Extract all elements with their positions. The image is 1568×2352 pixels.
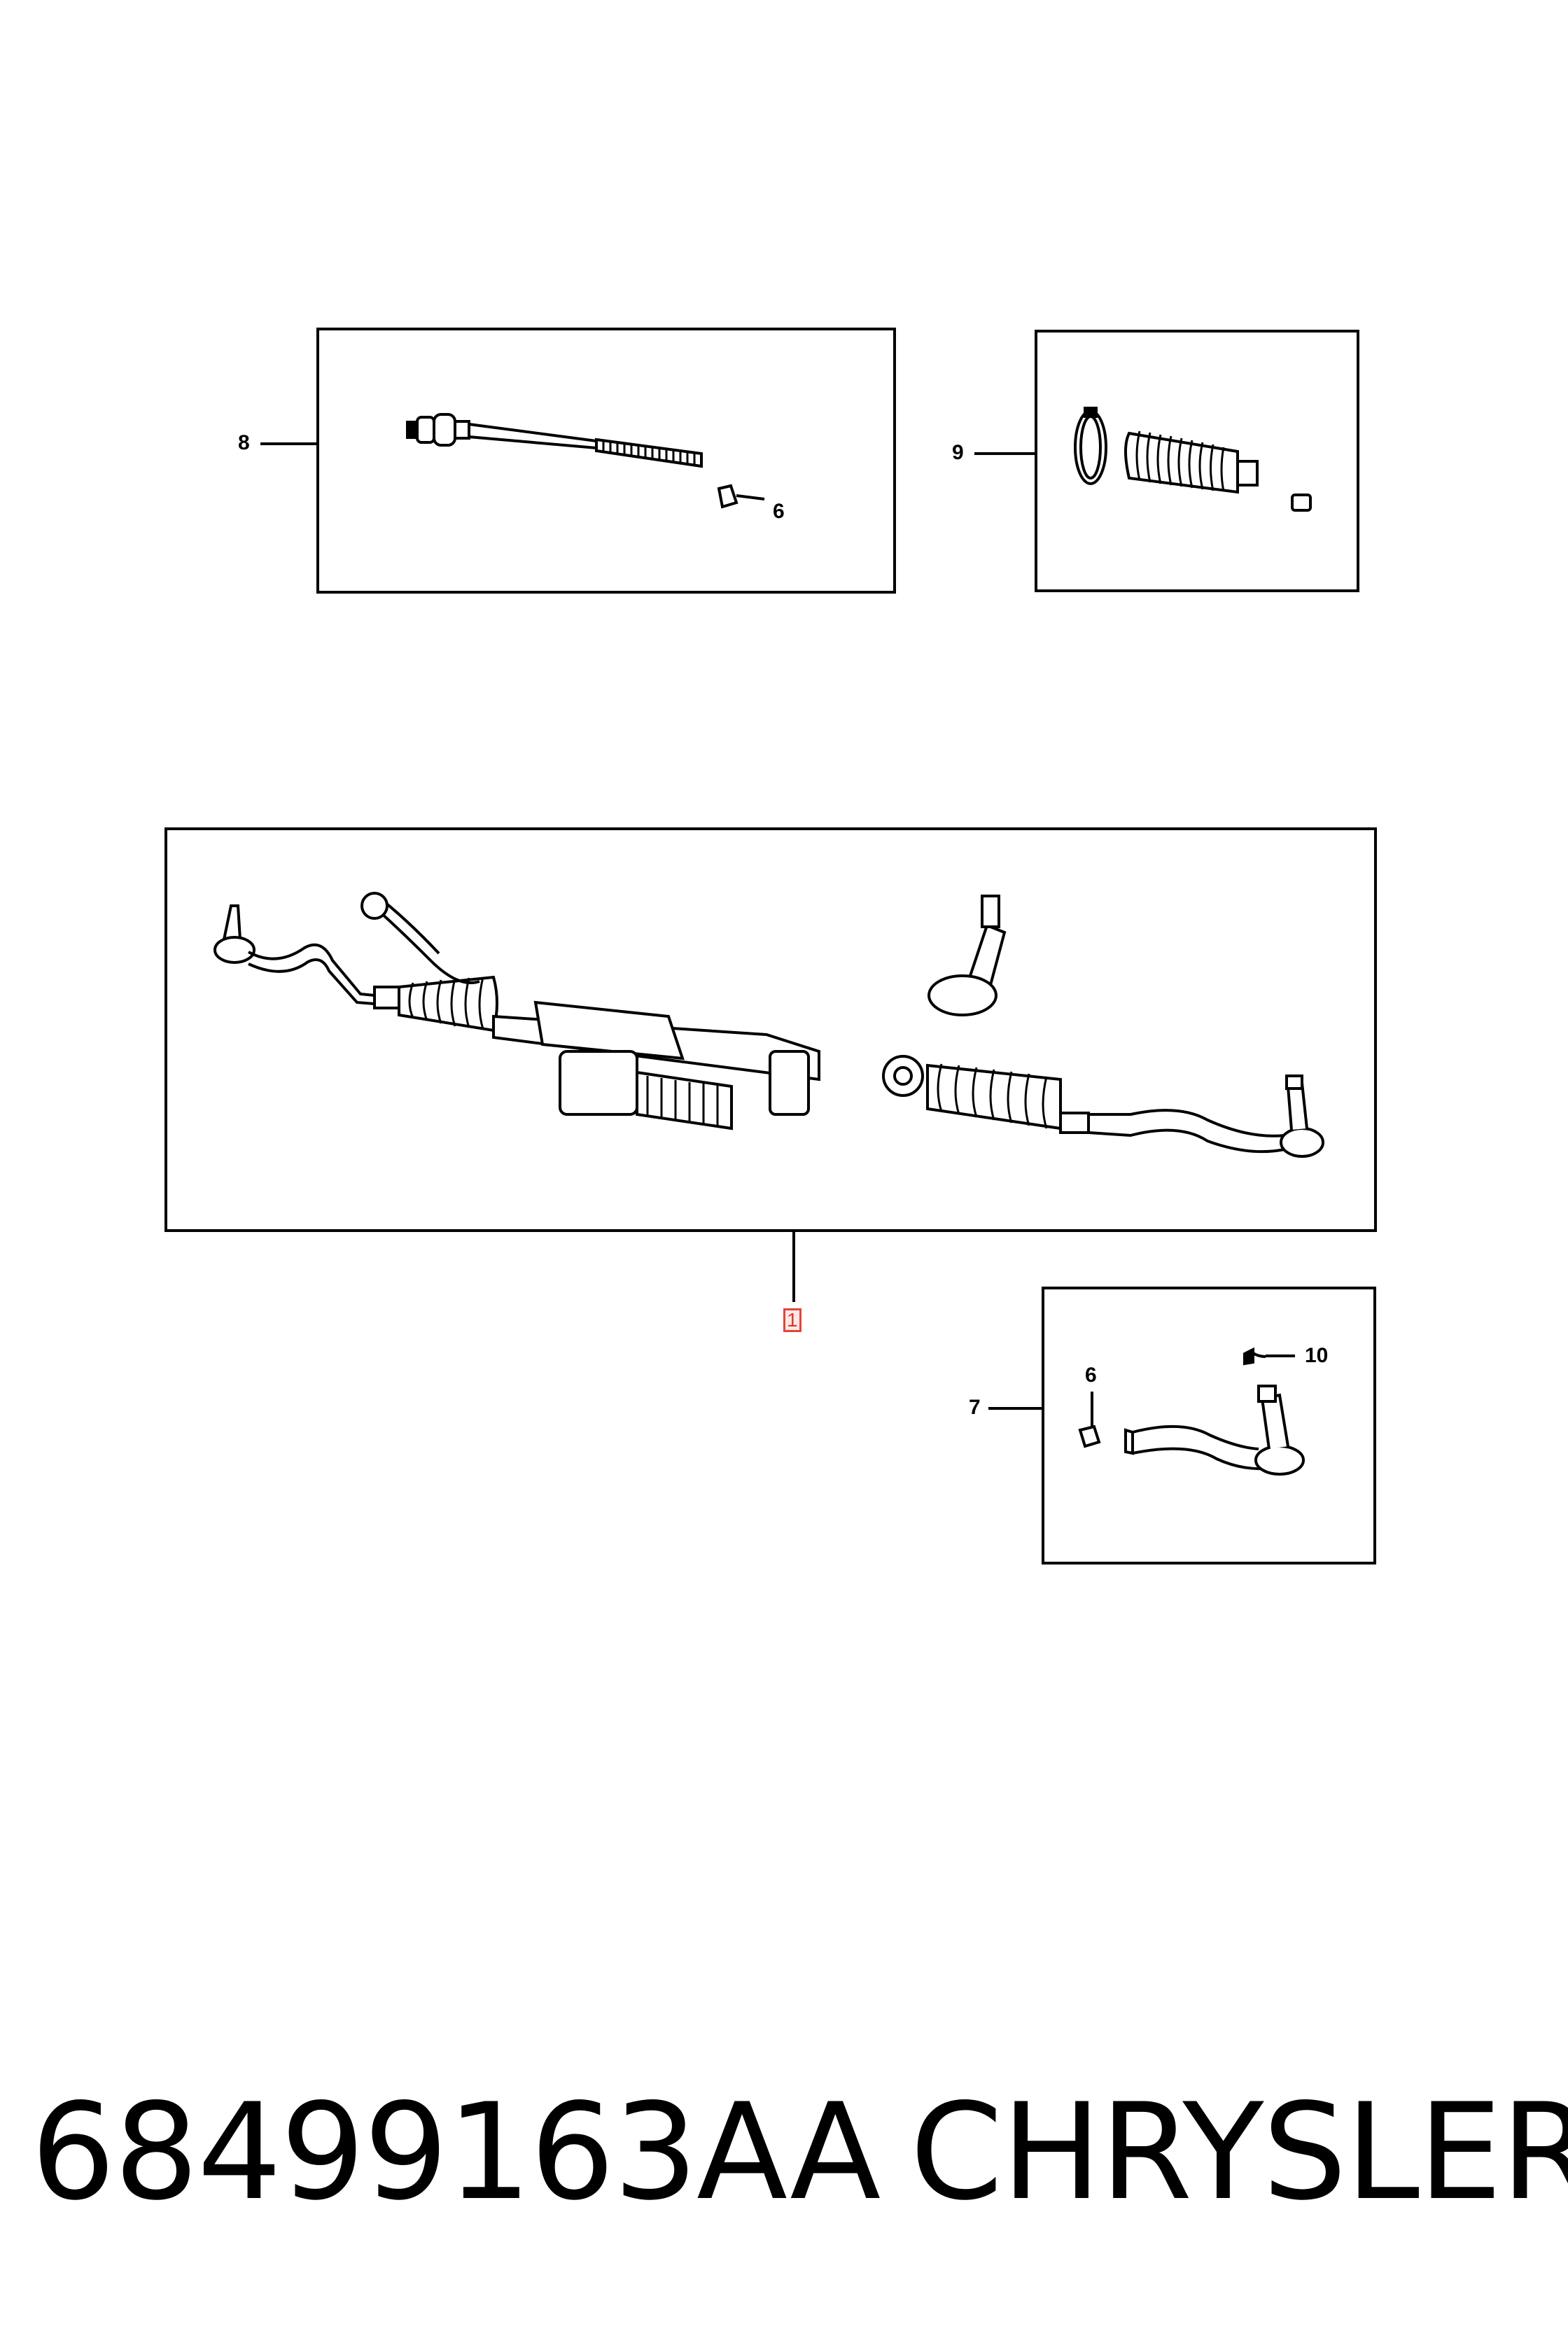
callout-7: 7 [969,1396,981,1419]
callout-9-leader [974,452,1036,455]
part-number: 68499163AA [31,2075,881,2230]
callout-8-leader [260,442,318,445]
steering-gear-drawing [214,892,1324,1158]
callout-6-top: 6 [773,500,785,523]
steering-boot-drawing [1074,407,1312,512]
callout-7-leader [988,1407,1043,1410]
inner-tie-rod-drawing [406,413,765,509]
callout-1-leader [792,1232,795,1302]
callout-10: 10 [1305,1344,1329,1367]
outer-tie-rod-panel [1042,1287,1376,1564]
callout-1[interactable]: 1 [783,1308,802,1332]
callout-9: 9 [952,441,964,464]
brand-name: CHRYSLER [910,2075,1568,2230]
callout-6-bottom: 6 [1085,1364,1097,1387]
callout-8: 8 [238,431,250,454]
outer-tie-rod-drawing [1078,1347,1305,1476]
inner-tie-rod-panel [316,328,896,594]
